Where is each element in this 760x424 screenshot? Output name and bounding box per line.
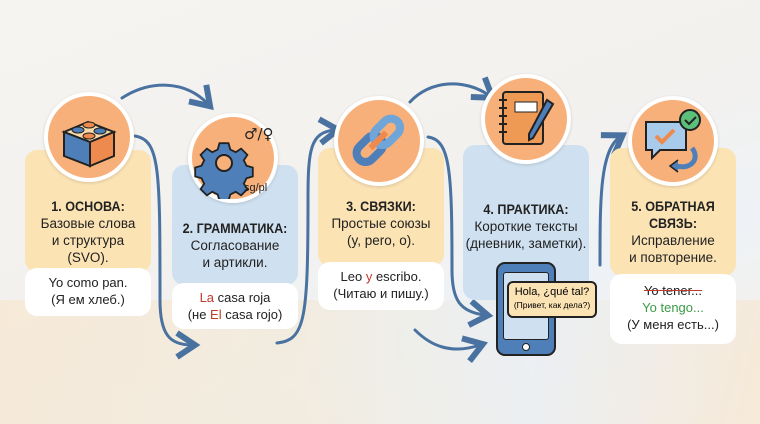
- step-desc-1: Базовые слова: [40, 216, 136, 231]
- corrected-example: Yo tengo...: [642, 300, 704, 315]
- step-desc-1: Простые союзы: [331, 216, 431, 231]
- example-counter: (не El casa rojo): [172, 306, 298, 323]
- step-desc-2: и артикли.: [202, 255, 268, 270]
- step-desc-1: Согласование: [190, 238, 280, 253]
- number-label: sg/pl: [244, 182, 267, 194]
- arrow-1-2-bottom: [133, 134, 201, 360]
- step-title-2: СВЯЗЬ:: [648, 215, 698, 231]
- example-text: Leo: [340, 269, 366, 284]
- example-translation: (У меня есть...): [627, 317, 719, 332]
- example-text: casa roja: [214, 290, 271, 305]
- step-title: 3. СВЯЗКИ:: [346, 198, 416, 214]
- conjunction: y: [365, 269, 373, 284]
- arrow-3-4-lower: [413, 328, 488, 363]
- step-desc-1: Короткие тексты: [474, 219, 578, 234]
- step-desc-2: (y, pero, o).: [346, 233, 416, 248]
- step-desc-2: и повторение.: [629, 250, 717, 265]
- step-desc-3: (SVO).: [67, 250, 109, 265]
- example-text: casa rojo): [221, 307, 283, 322]
- example-line: La casa roja: [172, 289, 298, 306]
- step-title: 1. ОСНОВА:: [51, 198, 125, 214]
- step-desc-2: и структура: [51, 233, 125, 248]
- gear-icon: ♂/♀ sg/pl: [188, 113, 278, 203]
- chain-link-icon: [334, 96, 424, 186]
- step-title: 4. ПРАКТИКА:: [483, 201, 569, 217]
- notebook-pen-icon: [481, 74, 571, 164]
- example-translation: (Читаю и пишу.): [333, 286, 429, 301]
- feedback-check-icon: [628, 96, 718, 186]
- arrow-3-4-top: [408, 76, 497, 104]
- example-translation: (Я ем хлеб.): [51, 292, 125, 307]
- wrong-article: El: [210, 307, 222, 322]
- example-text: escribo.: [372, 269, 422, 284]
- chat-bubble: Hola, ¿qué tal? (Привет, как дела?): [507, 281, 597, 318]
- arrow-4-5: [598, 132, 628, 267]
- step-desc-1: Исправление: [631, 233, 715, 248]
- chat-translation: (Привет, как дела?): [513, 300, 591, 310]
- arrow-2-3: [275, 116, 344, 345]
- step-title: 5. ОБРАТНАЯ: [631, 198, 715, 214]
- wrong-example: Yo tener...: [643, 283, 703, 298]
- arrow-1-2-top: [120, 83, 214, 111]
- example-line: Yo como pan.: [48, 275, 128, 290]
- step-title: 2. ГРАММАТИКА:: [182, 220, 288, 236]
- gender-symbol: ♂/♀: [244, 125, 274, 143]
- chat-message: Hola, ¿qué tal?: [514, 286, 590, 298]
- lego-brick-icon: [44, 92, 134, 182]
- example-line: Leo y escribo.: [318, 268, 444, 285]
- step-desc-2: (дневник, заметки).: [465, 236, 587, 251]
- example-text: (не: [187, 307, 211, 322]
- correct-article: La: [199, 290, 215, 305]
- arrow-3-4-bottom: [426, 135, 494, 328]
